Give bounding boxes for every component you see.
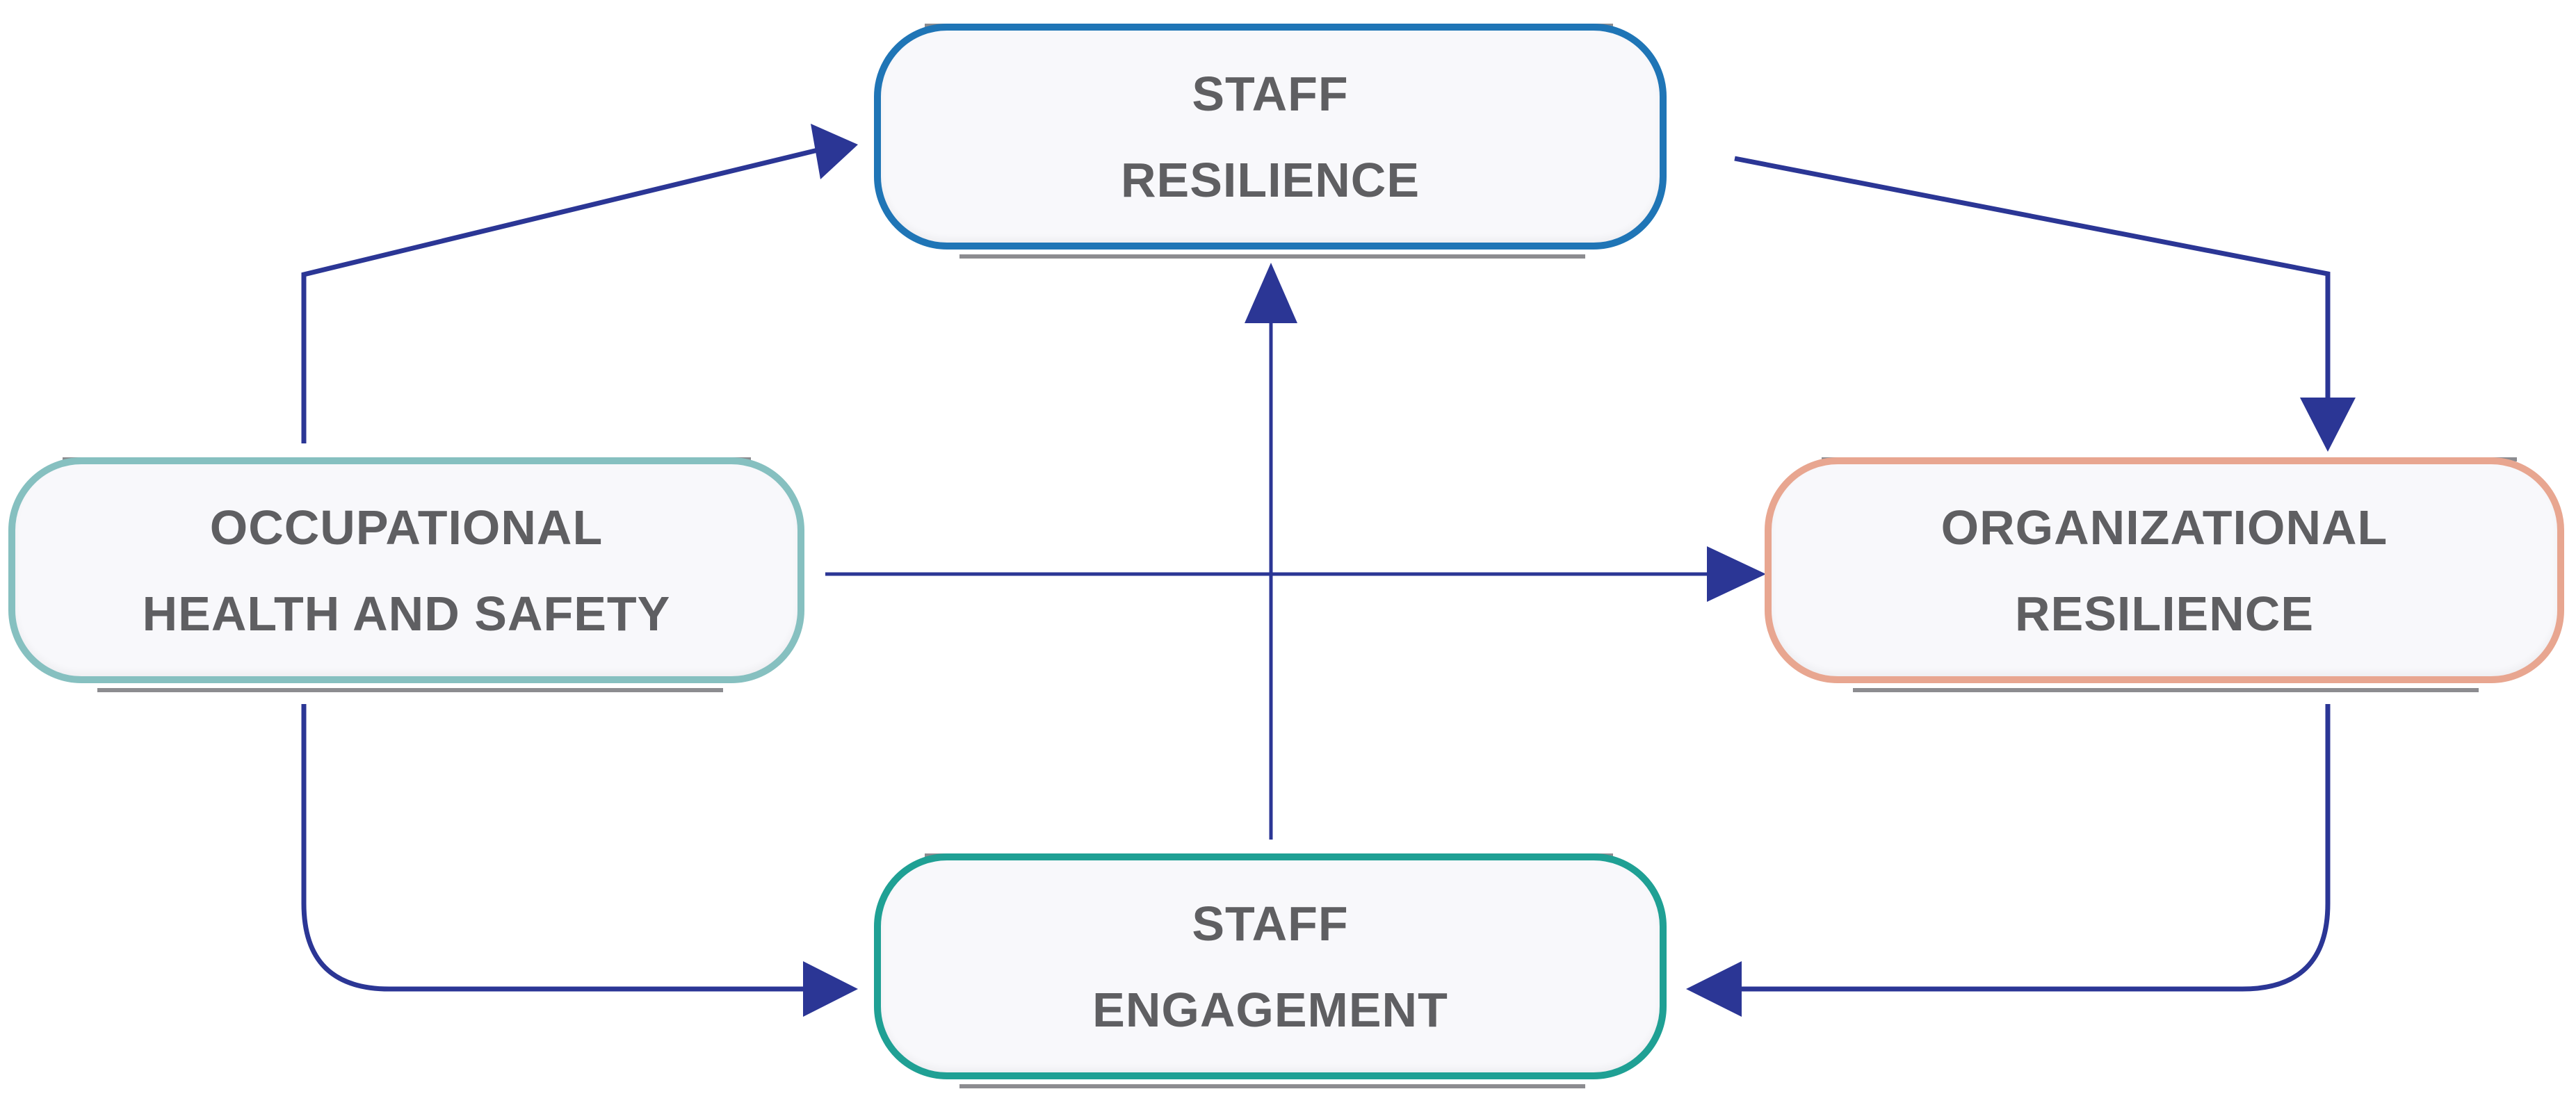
staff-resilience-label-line1: STAFF	[1192, 66, 1349, 121]
occupational-label: OCCUPATIONAL HEALTH AND SAFETY	[143, 484, 671, 657]
organizational-bottom-rule	[1853, 688, 2479, 692]
occupational-label-line2: HEALTH AND SAFETY	[142, 586, 671, 641]
staff-engagement-bottom-rule	[959, 1084, 1585, 1088]
arrow-staff-resilience-to-organizational	[1734, 156, 2331, 407]
staff-engagement-label-line2: ENGAGEMENT	[1092, 982, 1448, 1037]
organizational-label: ORGANIZATIONAL RESILIENCE	[1941, 484, 2388, 657]
staff-engagement-label: STAFF ENGAGEMENT	[1092, 881, 1448, 1053]
arrowhead-staff-engagement-right	[1686, 961, 1742, 1017]
arrowhead-organizational-left	[1707, 546, 1766, 602]
arrow-occupational-to-staff-engagement	[301, 704, 807, 992]
arrow-organizational-to-staff-engagement	[1742, 704, 2331, 992]
staff-resilience-bottom-rule	[959, 254, 1585, 259]
occupational-bottom-rule	[97, 688, 723, 692]
occupational-health-safety-node: OCCUPATIONAL HEALTH AND SAFETY	[8, 457, 804, 683]
staff-resilience-label: STAFF RESILIENCE	[1121, 51, 1420, 223]
occupational-label-line1: OCCUPATIONAL	[209, 500, 604, 555]
organizational-label-line2: RESILIENCE	[2014, 586, 2315, 641]
arrow-occupational-to-staff-resilience	[301, 147, 821, 443]
staff-engagement-label-line1: STAFF	[1192, 896, 1349, 951]
arrowhead-staff-resilience-bottom	[1245, 263, 1297, 323]
organizational-resilience-node: ORGANIZATIONAL RESILIENCE	[1765, 457, 2564, 683]
staff-engagement-node: STAFF ENGAGEMENT	[874, 853, 1667, 1079]
staff-resilience-label-line2: RESILIENCE	[1120, 152, 1420, 207]
organizational-label-line1: ORGANIZATIONAL	[1941, 500, 2388, 555]
arrowhead-staff-resilience-left	[811, 124, 858, 179]
arrowhead-staff-engagement-left	[803, 961, 858, 1017]
arrowhead-organizational-top	[2300, 398, 2356, 452]
staff-resilience-node: STAFF RESILIENCE	[874, 24, 1667, 250]
